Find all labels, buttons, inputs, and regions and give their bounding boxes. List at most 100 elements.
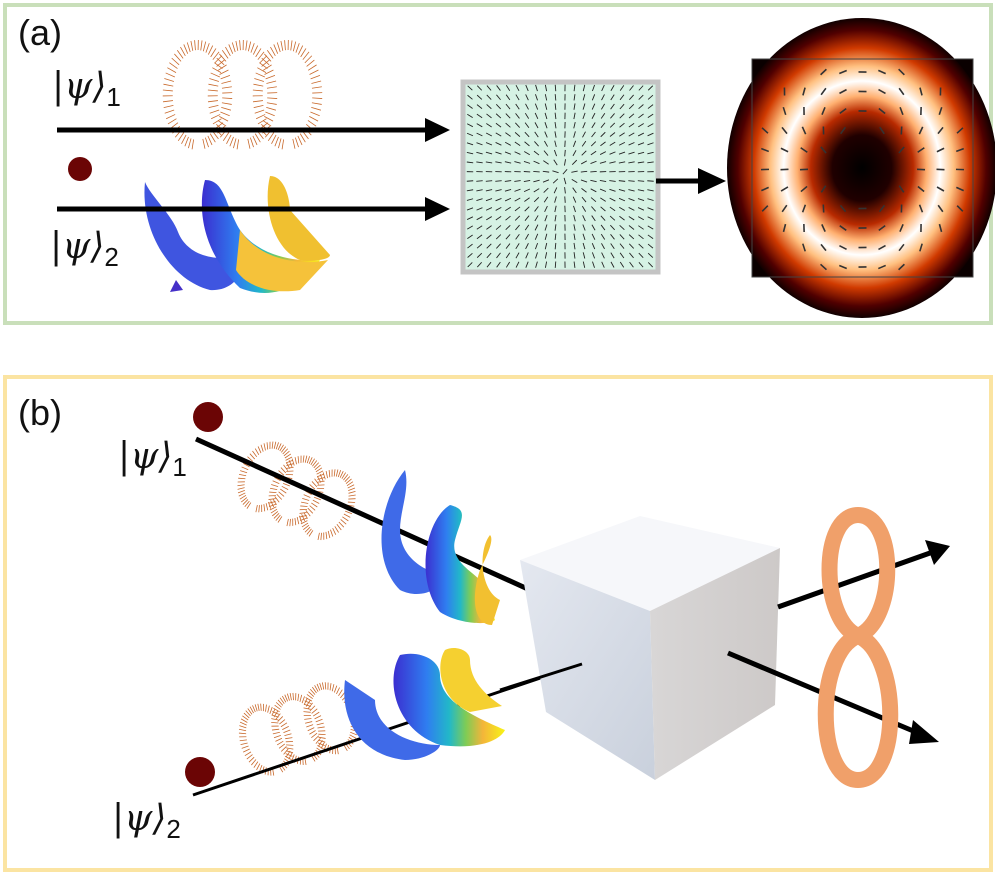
polarization-hair	[217, 64, 227, 71]
polarization-hair	[300, 48, 307, 58]
polarization-tick	[564, 187, 566, 194]
polarization-hair	[311, 86, 322, 89]
polarization-hair	[237, 489, 245, 494]
polarization-arrow	[782, 223, 787, 233]
polarization-tick	[535, 94, 538, 101]
polarization-hair	[283, 464, 289, 471]
polarization-hair	[272, 711, 280, 715]
phase-helix-2-b	[344, 648, 505, 760]
polarization-tick	[647, 234, 654, 240]
polarization-hair	[292, 692, 294, 701]
polarization-arrow	[878, 204, 886, 213]
polarization-hair	[306, 59, 315, 67]
polarization-tick	[619, 113, 625, 119]
polarization-arrow	[802, 243, 806, 252]
polarization-tick	[514, 122, 521, 128]
polarization-hair	[239, 721, 247, 726]
polarization-hair	[210, 72, 220, 78]
polarization-hair	[255, 505, 258, 513]
polarization-arrow	[936, 147, 945, 153]
polarization-tick	[523, 188, 531, 193]
polarization-tick	[554, 252, 557, 259]
polarization-hair	[274, 496, 280, 503]
polarization-hair	[252, 45, 259, 55]
ket-psi-2-b: |ψ⟩2	[112, 798, 181, 844]
polarization-hair	[162, 89, 173, 92]
polarization-tick	[476, 123, 483, 128]
polarization-tick	[554, 205, 557, 213]
polarization-arrow	[782, 106, 787, 116]
polarization-hair	[300, 520, 308, 525]
polarization-tick	[600, 233, 606, 240]
polarization-hair	[205, 43, 210, 53]
polarization-hair	[238, 474, 247, 477]
polarization-tick	[544, 112, 548, 120]
polarization-hair	[231, 42, 236, 53]
polarization-hair	[249, 706, 254, 714]
polarization-tick	[628, 243, 635, 249]
polarization-hair	[301, 696, 305, 704]
polarization-hair	[271, 134, 277, 144]
polarization-tick	[638, 252, 644, 259]
polarization-hair	[253, 104, 264, 109]
polarization-tick	[534, 112, 539, 119]
polarization-hair	[286, 518, 289, 527]
polarization-hair	[191, 139, 195, 150]
polarization-tick	[628, 234, 635, 240]
polarization-tick	[591, 103, 596, 110]
polarization-tick	[554, 196, 557, 203]
polarization-tick	[580, 160, 588, 165]
polarization-tick	[476, 243, 483, 249]
polarization-hair	[280, 722, 288, 728]
polarization-tick	[485, 207, 493, 211]
polarization-tick	[495, 234, 502, 240]
panel-b-label: (b)	[18, 392, 62, 433]
polarization-hair	[265, 111, 275, 117]
polarization-arrow	[919, 87, 923, 96]
polarization-arrow	[839, 88, 847, 95]
polarization-hair	[257, 118, 267, 125]
polarization-hair	[286, 747, 294, 750]
polarization-tick	[534, 141, 539, 147]
polarization-hair	[278, 138, 282, 149]
polarization-tick	[591, 224, 596, 231]
polarization-hair	[302, 497, 310, 501]
polarization-hair	[332, 527, 337, 535]
polarization-hair	[304, 718, 312, 720]
polarization-hair	[329, 683, 332, 691]
polarization-tick	[638, 234, 644, 240]
polarization-hair	[252, 100, 263, 103]
polarization-tick	[466, 132, 474, 137]
polarization-tick	[600, 206, 606, 212]
polarization-arrow	[821, 224, 826, 232]
polarization-hair	[301, 522, 309, 528]
polarization-tick	[495, 122, 502, 128]
polarization-hair	[278, 470, 285, 476]
polarization-hair	[281, 446, 287, 453]
polarization-tick	[514, 180, 521, 182]
polarization-hair	[275, 713, 281, 720]
polarization-tick	[524, 131, 530, 138]
polarization-hair	[269, 491, 277, 494]
polarization-hair	[286, 466, 294, 469]
polarization-tick	[638, 104, 644, 110]
polarization-hair	[310, 111, 320, 117]
polarization-hair	[242, 499, 249, 505]
polarization-hair	[177, 132, 185, 142]
polarization-tick	[466, 207, 474, 211]
polarization-tick	[544, 94, 548, 101]
polarization-tick	[609, 132, 616, 137]
polarization-hair	[283, 729, 291, 733]
polarization-hair	[295, 137, 299, 148]
polarization-arrow	[898, 87, 905, 96]
polarization-tick	[542, 179, 550, 183]
polarization-hair	[255, 48, 262, 58]
polarization-tick	[554, 214, 557, 222]
polarization-hair	[318, 736, 326, 739]
polarization-tick	[476, 142, 483, 146]
polarization-hair	[288, 752, 293, 760]
beam-line-1-b	[194, 436, 532, 593]
polarization-hair	[308, 691, 315, 697]
polarization-tick	[590, 179, 597, 183]
polarization-hair	[271, 441, 274, 449]
